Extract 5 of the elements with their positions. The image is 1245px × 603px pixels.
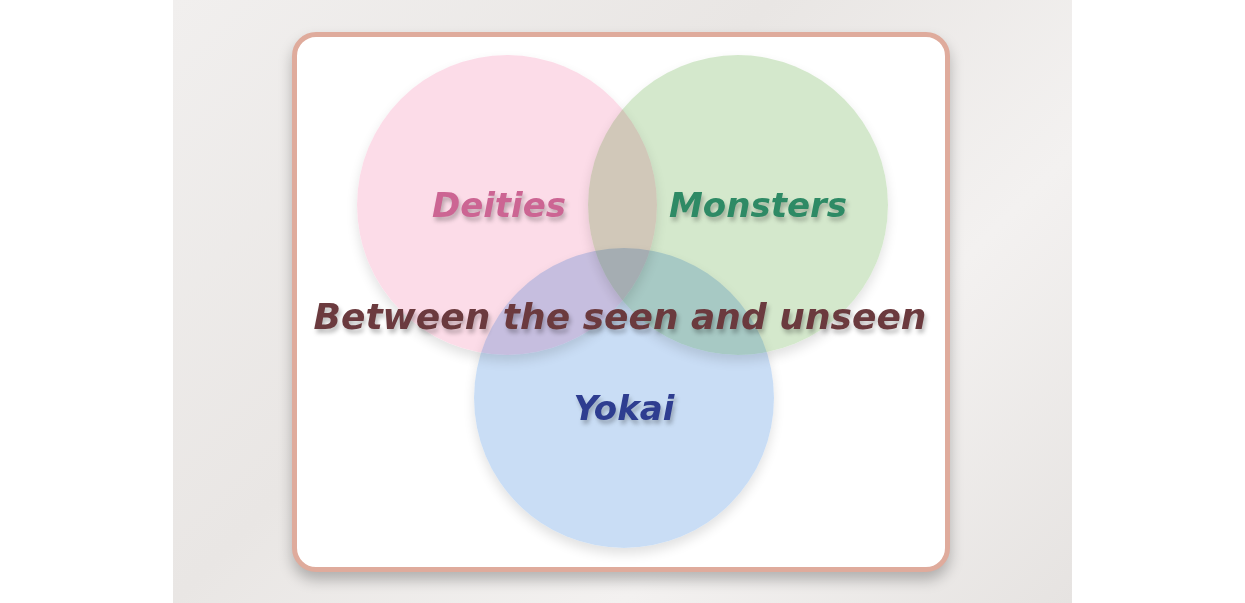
circle-label: Monsters xyxy=(669,185,847,225)
circle-label: Yokai xyxy=(573,388,675,428)
overlap-label: Between the seen and unseen xyxy=(313,296,927,337)
circle-label: Deities xyxy=(431,185,567,225)
card-background xyxy=(292,32,950,572)
